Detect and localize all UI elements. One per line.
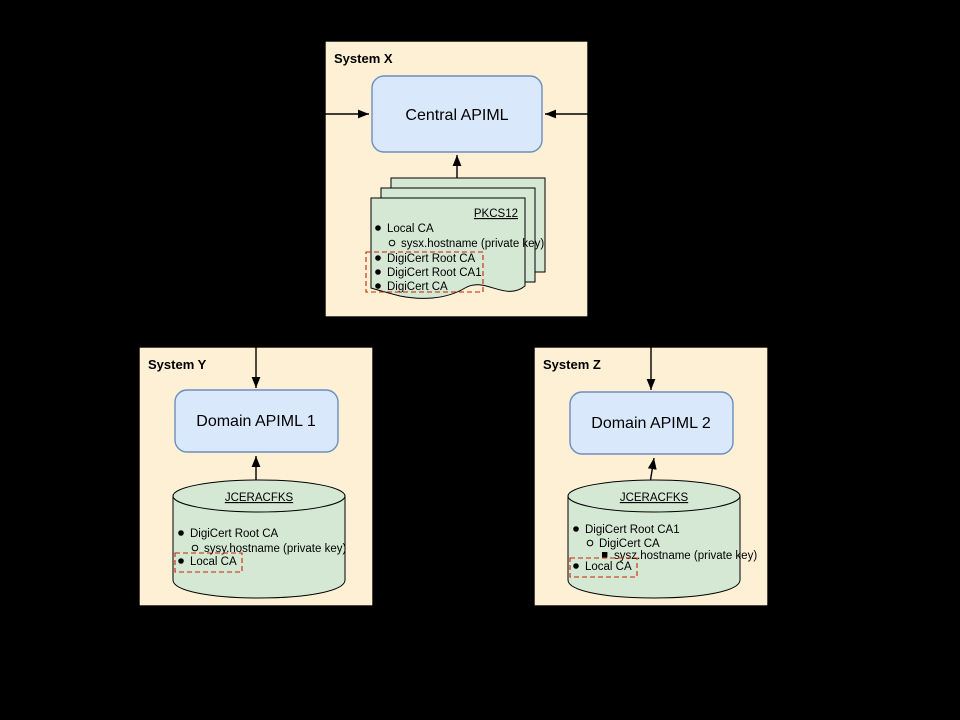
keystore-z-highlight-box: [569, 557, 638, 578]
node-central-apiml[interactable]: [371, 75, 543, 153]
pkcs12-entry-3: DigiCert Root CA: [387, 253, 476, 265]
keystore-z-bullet-1: [573, 526, 579, 532]
node-domain-apiml-1[interactable]: [174, 389, 339, 453]
keystore-z-cylinder-body[interactable]: [567, 495, 741, 599]
keystore-z-entry-2: DigiCert CA: [599, 538, 660, 550]
pkcs12-bullet-2: [388, 239, 396, 247]
pkcs12-title: PKCS12: [474, 208, 518, 220]
keystore-z-entry-3: sysz.hostname (private key): [614, 550, 757, 562]
keystore-y-title: JCERACFKS: [225, 492, 294, 504]
system-x-group: System X Central APIML PKCS12 Local CA s…: [322, 40, 589, 318]
keystore-y-bullet-1: [178, 530, 184, 536]
node-central-apiml-label: Central APIML: [405, 107, 508, 124]
system-z-group: System Z Domain APIML 2 JCERACFKS DigiCe…: [533, 344, 769, 607]
keystore-z-bullet-4: [573, 563, 579, 569]
node-domain-apiml-2[interactable]: [569, 391, 734, 455]
keystore-z-title: JCERACFKS: [620, 492, 689, 504]
keystore-y-bullet-3: [178, 558, 184, 564]
node-domain-apiml-2-label: Domain APIML 2: [591, 415, 711, 432]
pkcs12-bullet-3: [375, 255, 381, 261]
pkcs12-bullet-5: [375, 283, 381, 289]
keystore-y-bullet-2: [191, 544, 199, 552]
keystore-y-entry-2: sysy.hostname (private key): [204, 543, 346, 555]
keystore-z-bullet-3: [602, 552, 608, 558]
system-y-group: System Y Domain APIML 1 JCERACFKS DigiCe…: [138, 344, 374, 607]
system-x-title: System X: [334, 51, 393, 66]
keystore-y-cylinder-top: [172, 479, 346, 513]
node-domain-apiml-1-label: Domain APIML 1: [196, 413, 316, 430]
keystore-z-entry-4: Local CA: [585, 561, 632, 573]
pkcs12-bullet-4: [375, 269, 381, 275]
pkcs12-entry-1: Local CA: [387, 223, 434, 235]
system-y-title: System Y: [148, 357, 207, 372]
pkcs12-highlight-box: [365, 251, 484, 293]
pkcs12-bullet-1: [375, 225, 381, 231]
pkcs12-entry-4: DigiCert Root CA1: [387, 267, 482, 279]
pkcs12-entry-2: sysx.hostname (private key): [401, 238, 544, 250]
keystore-z-bullet-2: [586, 539, 594, 547]
keystore-y-highlight-box: [174, 552, 243, 573]
pkcs12-entry-5: DigiCert CA: [387, 281, 448, 293]
keystore-y-entry-3: Local CA: [190, 556, 237, 568]
keystore-z-entry-1: DigiCert Root CA1: [585, 524, 680, 536]
system-z-title: System Z: [543, 357, 601, 372]
keystore-y-entry-1: DigiCert Root CA: [190, 528, 279, 540]
keystore-z-cylinder-top: [567, 479, 741, 513]
